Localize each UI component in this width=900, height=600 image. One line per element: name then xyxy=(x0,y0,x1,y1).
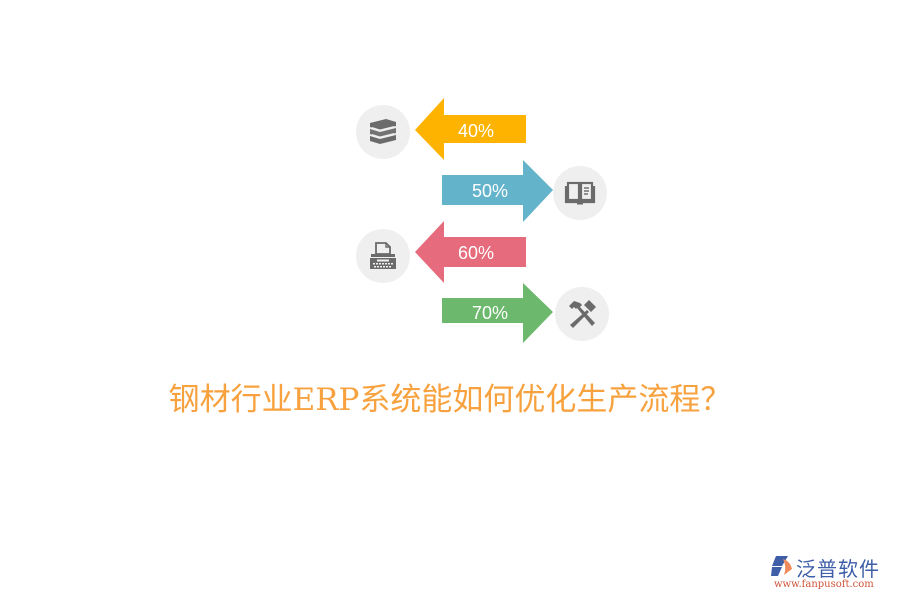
logo-name: 泛普软件 xyxy=(796,557,880,581)
books-icon xyxy=(370,119,396,144)
hammers-icon xyxy=(569,300,596,328)
arrow-50 xyxy=(442,160,553,222)
arrow-70 xyxy=(442,283,553,343)
arrow-50-label: 50% xyxy=(471,181,509,201)
brand-logo: 泛普软件 www.fanpusoft.com xyxy=(768,553,893,590)
logo-mark-icon xyxy=(771,556,792,576)
open-book-icon xyxy=(564,181,596,205)
hammers-icon-circle xyxy=(555,287,609,341)
arrow-70-label: 70% xyxy=(471,303,509,323)
open-book-icon-circle xyxy=(553,166,607,220)
arrow-60 xyxy=(415,221,526,283)
typewriter-icon xyxy=(370,242,396,269)
arrow-40 xyxy=(415,98,526,160)
arrow-40-label: 40% xyxy=(457,121,495,141)
books-icon-circle xyxy=(356,105,410,159)
logo-url: www.fanpusoft.com xyxy=(774,579,874,590)
typewriter-icon-circle xyxy=(356,229,410,283)
page-title: 钢材行业ERP系统能如何优化生产流程？ xyxy=(168,382,732,418)
arrow-60-label: 60% xyxy=(457,243,495,263)
